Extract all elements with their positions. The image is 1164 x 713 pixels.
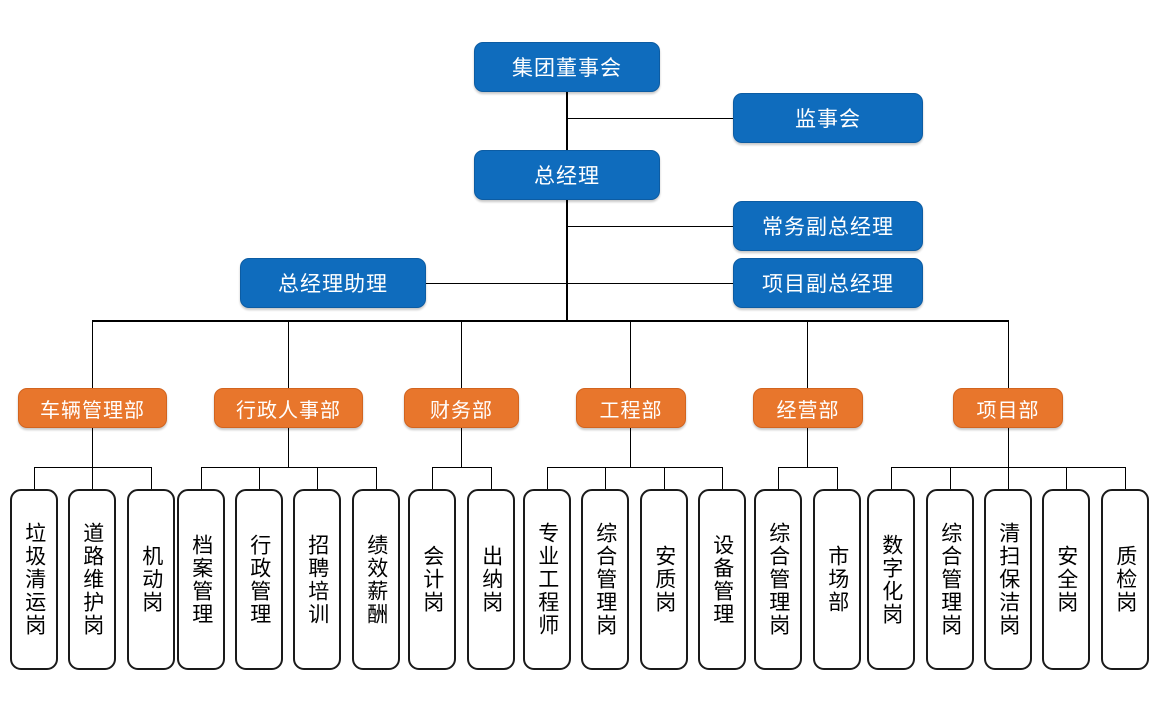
connector-drop-dept-5	[807, 320, 808, 388]
position-label: 综合管理岗	[766, 522, 791, 637]
node-exec-deputy-gm[interactable]: 常务副总经理	[733, 201, 923, 251]
node-position-flexible-duty[interactable]: 机动岗	[127, 489, 175, 670]
position-label: 专业工程师	[535, 522, 560, 637]
position-label: 道路维护岗	[80, 522, 105, 637]
connector-dept4-leaf1	[547, 467, 548, 489]
node-position-cashier[interactable]: 出纳岗	[467, 489, 515, 670]
connector-spine-main	[566, 92, 568, 322]
connector-dept5-leaf2	[837, 467, 838, 489]
connector-department-bus	[92, 320, 1009, 322]
connector-gm-to-assistant	[425, 283, 567, 284]
node-position-performance-salary[interactable]: 绩效薪酬	[352, 489, 400, 670]
connector-drop-dept-2	[288, 320, 289, 388]
connector-drop-dept-3	[461, 320, 462, 388]
connector-dept2-leaf1	[201, 467, 202, 489]
connector-dept3-bar	[432, 467, 491, 468]
connector-dept2-leaf2	[259, 467, 260, 489]
node-position-operations-general-management[interactable]: 综合管理岗	[754, 489, 802, 670]
node-position-engineering-general-management[interactable]: 综合管理岗	[581, 489, 629, 670]
node-department-project[interactable]: 项目部	[953, 388, 1063, 428]
connector-dept3-leaf1	[432, 467, 433, 489]
connector-dept4-stem	[630, 427, 631, 467]
position-label: 质检岗	[1113, 545, 1138, 614]
position-label: 安质岗	[652, 545, 677, 614]
position-label: 会计岗	[420, 545, 445, 614]
connector-gm-to-exec-deputy	[566, 226, 733, 227]
position-label: 机动岗	[139, 545, 164, 614]
node-position-accounting[interactable]: 会计岗	[408, 489, 456, 670]
connector-gm-to-project-deputy	[566, 283, 733, 284]
connector-dept2-bar	[201, 467, 376, 468]
connector-dept2-leaf4	[376, 467, 377, 489]
node-position-professional-engineer[interactable]: 专业工程师	[523, 489, 571, 670]
connector-drop-dept-1	[92, 320, 93, 388]
node-position-safety[interactable]: 安全岗	[1042, 489, 1090, 670]
connector-dept1-leaf2	[92, 467, 93, 489]
position-label: 综合管理岗	[938, 522, 963, 637]
node-department-finance[interactable]: 财务部	[404, 388, 519, 428]
connector-dept4-leaf4	[722, 467, 723, 489]
node-position-recruitment-training[interactable]: 招聘培训	[293, 489, 341, 670]
connector-dept2-stem	[288, 427, 289, 467]
node-board[interactable]: 集团董事会	[474, 42, 660, 92]
connector-dept3-stem	[461, 427, 462, 467]
connector-dept6-leaf3	[1008, 467, 1009, 489]
connector-drop-dept-6	[1008, 320, 1009, 388]
connector-dept6-leaf5	[1125, 467, 1126, 489]
node-position-archive-management[interactable]: 档案管理	[177, 489, 225, 670]
node-position-project-general-management[interactable]: 综合管理岗	[926, 489, 974, 670]
position-label: 垃圾清运岗	[22, 522, 47, 637]
connector-board-to-supervisory	[566, 118, 733, 119]
connector-dept1-stem	[92, 427, 93, 467]
position-label: 综合管理岗	[593, 522, 618, 637]
node-department-vehicle[interactable]: 车辆管理部	[18, 388, 167, 428]
connector-dept2-leaf3	[317, 467, 318, 489]
node-supervisory-board[interactable]: 监事会	[733, 93, 923, 143]
node-general-manager[interactable]: 总经理	[474, 150, 660, 200]
connector-dept1-leaf1	[34, 467, 35, 489]
connector-dept6-leaf2	[950, 467, 951, 489]
connector-dept5-leaf1	[778, 467, 779, 489]
connector-dept5-bar	[778, 467, 837, 468]
connector-dept3-leaf2	[491, 467, 492, 489]
position-label: 清扫保洁岗	[996, 522, 1021, 637]
node-department-admin-hr[interactable]: 行政人事部	[214, 388, 363, 428]
position-label: 设备管理	[710, 533, 735, 626]
connector-dept1-leaf3	[151, 467, 152, 489]
connector-drop-dept-4	[630, 320, 631, 388]
position-label: 招聘培训	[305, 533, 330, 626]
position-label: 出纳岗	[479, 545, 504, 614]
position-label: 安全岗	[1054, 545, 1079, 614]
connector-dept4-leaf2	[605, 467, 606, 489]
node-position-garbage-transport[interactable]: 垃圾清运岗	[10, 489, 58, 670]
node-project-deputy-gm[interactable]: 项目副总经理	[733, 258, 923, 308]
connector-dept5-stem	[807, 427, 808, 467]
node-position-road-maintenance[interactable]: 道路维护岗	[68, 489, 116, 670]
node-department-operations[interactable]: 经营部	[753, 388, 863, 428]
connector-dept6-leaf4	[1066, 467, 1067, 489]
connector-dept6-stem	[1008, 427, 1009, 467]
node-position-marketing[interactable]: 市场部	[813, 489, 861, 670]
node-position-equipment-management[interactable]: 设备管理	[698, 489, 746, 670]
connector-dept6-leaf1	[891, 467, 892, 489]
position-label: 市场部	[825, 545, 850, 614]
node-position-safety-quality[interactable]: 安质岗	[640, 489, 688, 670]
node-position-digitalization[interactable]: 数字化岗	[867, 489, 915, 670]
connector-dept4-leaf3	[664, 467, 665, 489]
position-label: 数字化岗	[879, 533, 904, 626]
node-position-admin-management[interactable]: 行政管理	[235, 489, 283, 670]
node-position-quality-inspection[interactable]: 质检岗	[1101, 489, 1149, 670]
position-label: 绩效薪酬	[364, 533, 389, 626]
position-label: 行政管理	[247, 533, 272, 626]
connector-dept4-bar	[547, 467, 722, 468]
position-label: 档案管理	[189, 533, 214, 626]
node-department-engineering[interactable]: 工程部	[576, 388, 686, 428]
node-position-cleaning-sanitation[interactable]: 清扫保洁岗	[984, 489, 1032, 670]
node-gm-assistant[interactable]: 总经理助理	[240, 258, 426, 308]
